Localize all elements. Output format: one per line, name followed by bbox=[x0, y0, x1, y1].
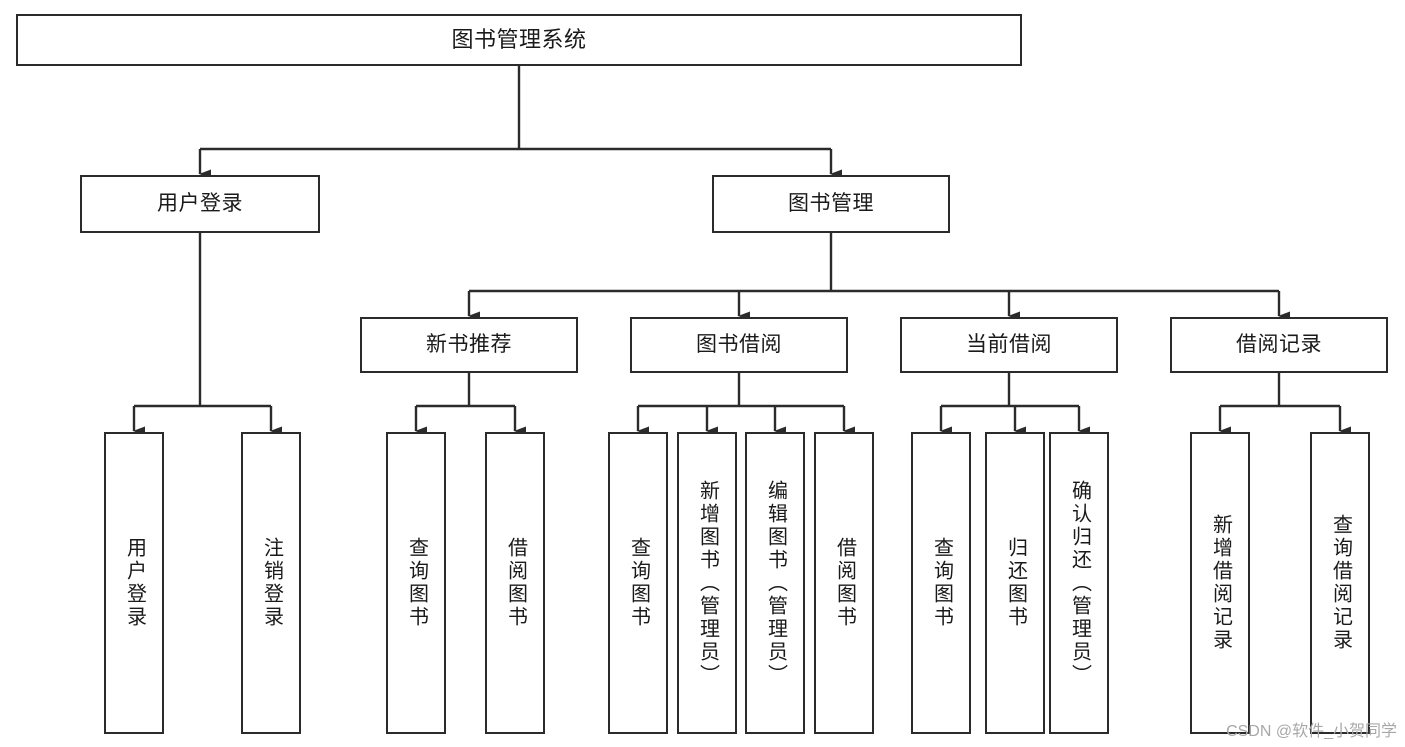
node-leaf-edit-book[interactable]: 编辑图书（管理员） bbox=[745, 432, 805, 734]
node-book-manage[interactable]: 图书管理 bbox=[712, 175, 950, 233]
node-leaf-add-record[interactable]: 新增借阅记录 bbox=[1190, 432, 1250, 734]
node-root-label: 图书管理系统 bbox=[451, 27, 587, 53]
node-leaf-query-book-1-label: 查询图书 bbox=[405, 537, 428, 629]
node-leaf-borrow-book-1-label: 借阅图书 bbox=[504, 537, 527, 629]
node-leaf-query-book-2-label: 查询图书 bbox=[627, 537, 650, 629]
node-book-borrow-label: 图书借阅 bbox=[696, 332, 782, 356]
node-user-login[interactable]: 用户登录 bbox=[80, 175, 320, 233]
node-leaf-logout[interactable]: 注销登录 bbox=[241, 432, 301, 734]
node-leaf-return-book[interactable]: 归还图书 bbox=[985, 432, 1045, 734]
watermark-text: CSDN @软件_小贺同学 bbox=[1226, 723, 1397, 740]
node-borrow-record[interactable]: 借阅记录 bbox=[1170, 317, 1388, 373]
node-leaf-add-book[interactable]: 新增图书（管理员） bbox=[677, 432, 737, 734]
node-leaf-query-book-3-label: 查询图书 bbox=[930, 537, 953, 629]
node-leaf-borrow-book-2[interactable]: 借阅图书 bbox=[814, 432, 874, 734]
node-leaf-user-login-label: 用户登录 bbox=[123, 537, 146, 629]
node-leaf-confirm-return-label: 确认归还（管理员） bbox=[1068, 479, 1091, 687]
node-leaf-add-record-label: 新增借阅记录 bbox=[1209, 514, 1232, 652]
node-book-manage-label: 图书管理 bbox=[788, 191, 874, 215]
node-leaf-query-book-3[interactable]: 查询图书 bbox=[911, 432, 971, 734]
node-leaf-borrow-book-1[interactable]: 借阅图书 bbox=[485, 432, 545, 734]
node-leaf-borrow-book-2-label: 借阅图书 bbox=[833, 537, 856, 629]
node-leaf-user-login[interactable]: 用户登录 bbox=[104, 432, 164, 734]
node-leaf-confirm-return[interactable]: 确认归还（管理员） bbox=[1049, 432, 1109, 734]
node-current-borrow[interactable]: 当前借阅 bbox=[900, 317, 1118, 373]
node-book-borrow[interactable]: 图书借阅 bbox=[630, 317, 848, 373]
node-leaf-query-book-2[interactable]: 查询图书 bbox=[608, 432, 668, 734]
node-leaf-query-record[interactable]: 查询借阅记录 bbox=[1310, 432, 1370, 734]
node-leaf-return-book-label: 归还图书 bbox=[1004, 537, 1027, 629]
node-current-borrow-label: 当前借阅 bbox=[966, 332, 1052, 356]
node-new-book-recommend-label: 新书推荐 bbox=[426, 332, 512, 356]
node-root[interactable]: 图书管理系统 bbox=[16, 14, 1022, 66]
node-user-login-label: 用户登录 bbox=[157, 191, 243, 215]
node-leaf-edit-book-label: 编辑图书（管理员） bbox=[764, 479, 787, 687]
node-borrow-record-label: 借阅记录 bbox=[1236, 332, 1322, 356]
node-leaf-query-record-label: 查询借阅记录 bbox=[1329, 514, 1352, 652]
node-new-book-recommend[interactable]: 新书推荐 bbox=[360, 317, 578, 373]
node-leaf-add-book-label: 新增图书（管理员） bbox=[696, 479, 719, 687]
node-leaf-logout-label: 注销登录 bbox=[260, 537, 283, 629]
node-leaf-query-book-1[interactable]: 查询图书 bbox=[386, 432, 446, 734]
